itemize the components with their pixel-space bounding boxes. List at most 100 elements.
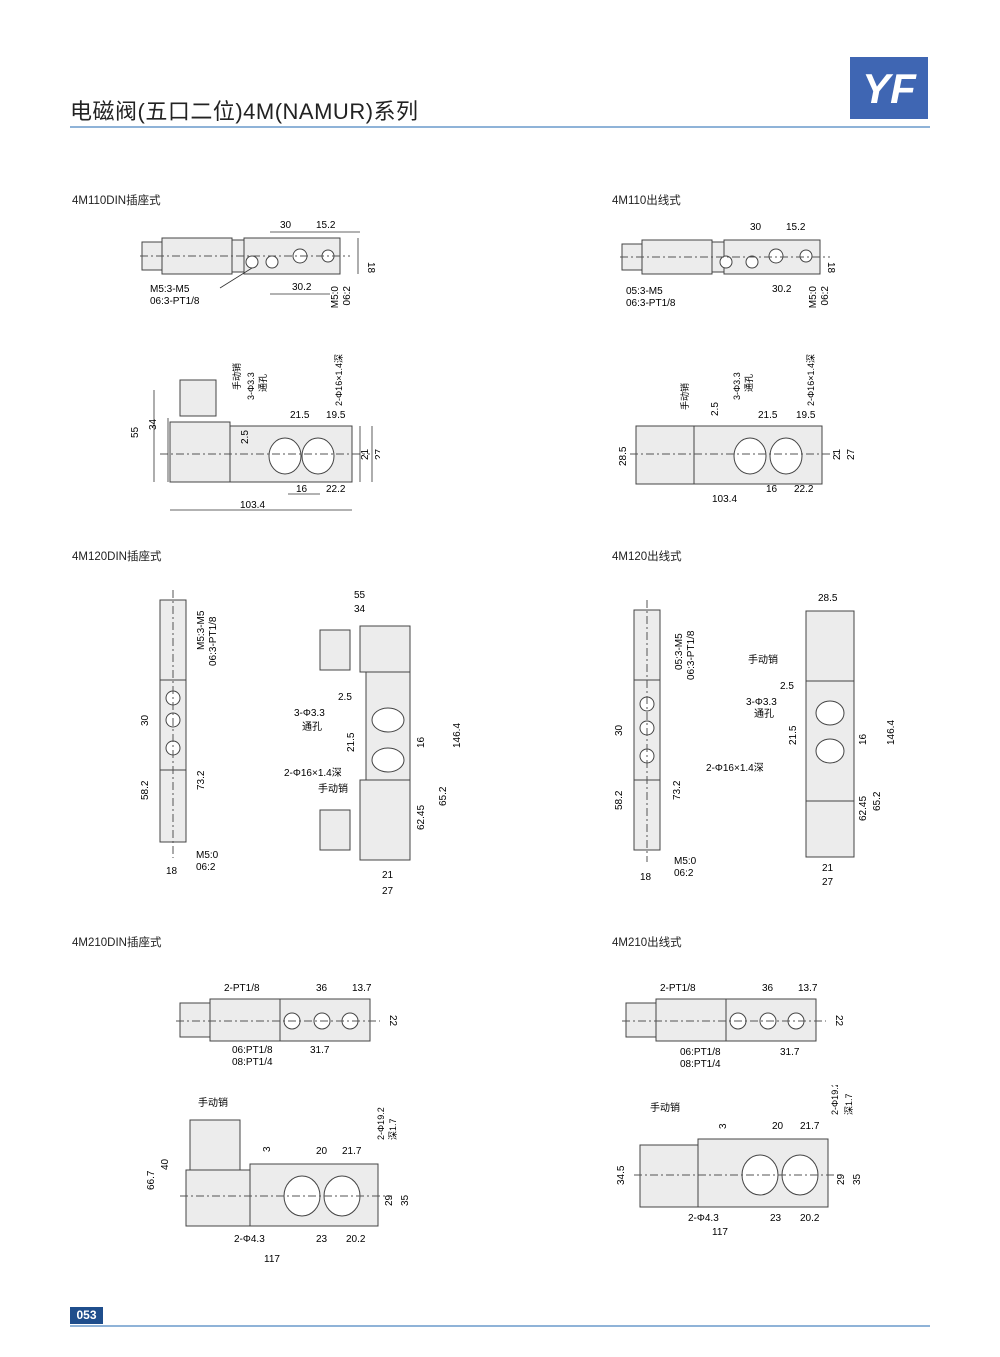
hole-note: 3-Φ3.3 [294,708,325,719]
dim: 15.2 [786,222,806,233]
dim: 29 [836,1173,847,1185]
dim: 20 [316,1146,328,1157]
dim: 30 [750,222,762,233]
yf-logo: YF [850,57,928,119]
dim: 55 [130,426,141,438]
dim: 16 [858,733,869,745]
dim: 103.4 [240,500,265,511]
hole-note: 2-Φ4.3 [234,1234,265,1245]
bore-note: 2-Φ16×1.4深 [284,767,342,779]
dim: 146.4 [886,720,897,745]
dim: 65.2 [438,786,449,806]
dim: 21 [360,448,371,460]
4m120wire-front-view: 05:3-M5 06:3-PT1/8 30 58.2 73.2 M5:0 06:… [614,600,697,883]
dim: 15.2 [316,220,336,231]
dim: 06:2 [196,862,216,873]
dim: 73.2 [672,780,683,800]
dim: 20 [772,1121,784,1132]
dim: 103.4 [712,494,737,505]
dim: 21.7 [800,1121,820,1132]
dim: 06:2 [674,868,694,879]
dim: 31.7 [780,1047,800,1058]
dim: 36 [762,983,774,994]
dim: 21.5 [758,410,778,421]
dim: 23 [770,1213,782,1224]
dim: 2.5 [338,692,352,703]
4m110din-top-view: 30 15.2 30.2 18 M5:3-M5 06:3-PT1/8 M5:0 … [140,220,376,309]
hole-note: 3-Φ3.3 [246,372,256,400]
dim: 34.5 [616,1165,627,1185]
dim: 36 [316,983,328,994]
label-4m120-wire: 4M120出线式 [612,551,682,563]
4m210din-top-view: 2-PT1/8 36 13.7 22 06:PT1/8 08:PT1/4 31.… [176,983,398,1068]
dim: 35 [400,1194,411,1206]
hole-note: 通孔 [302,721,322,733]
port-note: 2-PT1/8 [224,983,260,994]
dim: 21 [832,448,843,460]
dim: 2.5 [240,430,251,444]
dim: 21.5 [788,725,799,745]
4m110din-side-view: 55 34 手动销 3-Φ3.3 通孔 2-Φ16×1.4深 21.5 19.5… [130,354,380,511]
dim: 21.5 [290,410,310,421]
bore-note: 2-Φ16×1.4深 [706,762,764,774]
port-note: 08:PT1/4 [232,1057,273,1068]
bore-note: 深1.7 [844,1093,854,1115]
dim: 23 [316,1234,328,1245]
manual-pin-label: 手动销 [650,1101,680,1114]
header-divider [70,126,930,128]
dim: 58.2 [140,780,151,800]
dim: M5:0 [330,286,341,309]
manual-pin-label: 手动销 [679,383,690,410]
logo-text: YF [862,65,917,112]
dim: 2.5 [780,681,794,692]
dim: M5:0 [674,856,697,867]
dim: 22 [387,1015,398,1027]
manual-pin-label: 手动销 [231,363,242,390]
dim: 19.5 [326,410,346,421]
bore-note: 深1.7 [388,1118,398,1140]
4m120din-front-view: M5:3-M5 06:3-PT1/8 30 58.2 73.2 M5:0 06:… [140,590,219,877]
dim: M5:0 [196,850,219,861]
dim: 117 [264,1254,280,1265]
dim: 21 [822,863,834,874]
bore-note: 2-Φ19.2 [376,1107,386,1140]
dim: 19.5 [796,410,816,421]
label-4m210din: 4M210DIN插座式 [72,937,162,949]
4m120din-side-view: 55 34 2.5 3-Φ3.3 通孔 21.5 16 2-Φ16×1.4深 手… [284,590,463,897]
dim: 28.5 [618,446,629,466]
label-4m210-wire: 4M210出线式 [612,937,682,949]
dim: 18 [365,262,376,274]
dim: 3 [262,1146,273,1152]
dim: 30.2 [292,282,312,293]
port-note: 06:3-PT1/8 [150,296,200,307]
4m110wire-top-view: 30 15.2 30.2 18 05:3-M5 06:3-PT1/8 M5:0 … [620,222,836,309]
dim: 06:2 [342,286,353,306]
dim: 27 [382,886,394,897]
dim: 30 [280,220,292,231]
dim: 62.45 [858,796,869,821]
port-note: 06:3-PT1/8 [208,616,219,666]
port-note: 05:3-M5 [626,286,663,297]
port-note: M5:3-M5 [196,610,207,650]
dim: M5:0 [808,286,819,309]
bore-note: 2-Φ16×1.4深 [806,354,816,406]
dim: 34 [148,418,159,430]
dim: 21 [382,870,394,881]
manual-pin-label: 手动销 [318,782,348,795]
footer-divider [70,1325,930,1327]
dim: 2.5 [710,402,721,416]
4m110wire-side-view: 28.5 手动销 3-Φ3.3 通孔 2-Φ16×1.4深 21.5 19.5 … [618,354,857,505]
dim: 55 [354,590,366,601]
dim: 28.5 [818,593,838,604]
dim: 146.4 [452,723,463,748]
dim: 16 [416,736,427,748]
port-note: 06:PT1/8 [680,1047,721,1058]
dim: 31.7 [310,1045,330,1056]
dim: 58.2 [614,790,625,810]
dim: 16 [766,484,778,495]
dim: 27 [822,877,834,888]
label-4m110din: 4M110DIN插座式 [72,195,161,207]
dim: 35 [852,1173,863,1185]
hole-note: 通孔 [258,374,268,392]
dim: 27 [846,448,857,460]
